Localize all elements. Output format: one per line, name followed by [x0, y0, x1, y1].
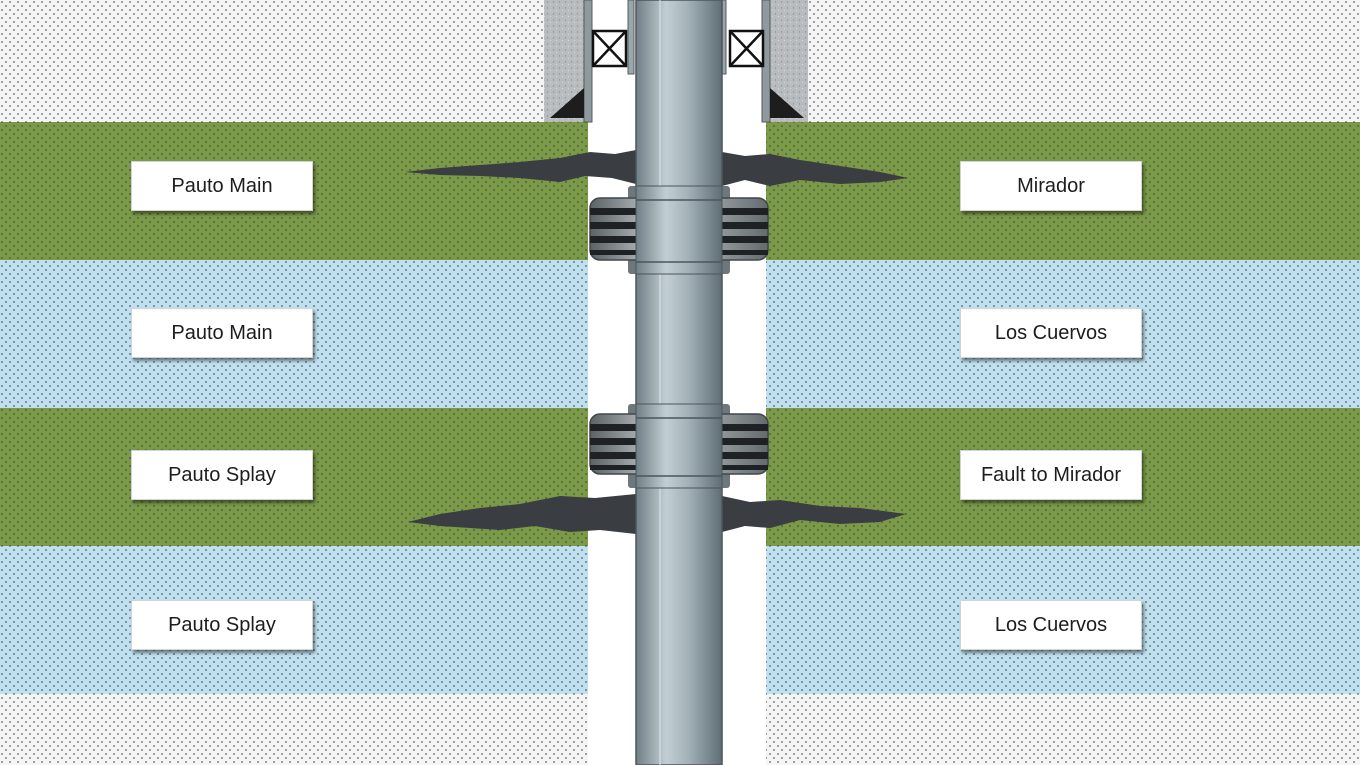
left-label-1: Pauto Main	[131, 161, 313, 211]
fracture-upper-right	[722, 152, 908, 186]
top-packer-right-icon	[728, 29, 765, 68]
packer-lower	[589, 403, 769, 489]
casing-shoe-left	[550, 88, 584, 118]
right-label-2: Los Cuervos	[960, 308, 1142, 358]
production-tubing	[635, 0, 723, 765]
right-label-1: Mirador	[960, 161, 1142, 211]
left-label-3: Pauto Splay	[131, 450, 313, 500]
right-label-4: Los Cuervos	[960, 600, 1142, 650]
casing-tie-left	[627, 0, 635, 75]
surface-casing	[544, 0, 808, 123]
packer-upper	[589, 185, 769, 275]
tubing-body	[635, 0, 723, 765]
left-label-2: Pauto Main	[131, 308, 313, 358]
top-packer-left-icon	[591, 29, 628, 68]
fracture-lower-right	[722, 496, 906, 532]
right-label-3: Fault to Mirador	[960, 450, 1142, 500]
left-label-4: Pauto Splay	[131, 600, 313, 650]
fractures	[405, 150, 908, 534]
casing-shoe-right	[770, 88, 804, 118]
fracture-lower-left	[408, 494, 636, 534]
fracture-upper-left	[405, 150, 636, 184]
casing-wall-left	[583, 0, 593, 123]
